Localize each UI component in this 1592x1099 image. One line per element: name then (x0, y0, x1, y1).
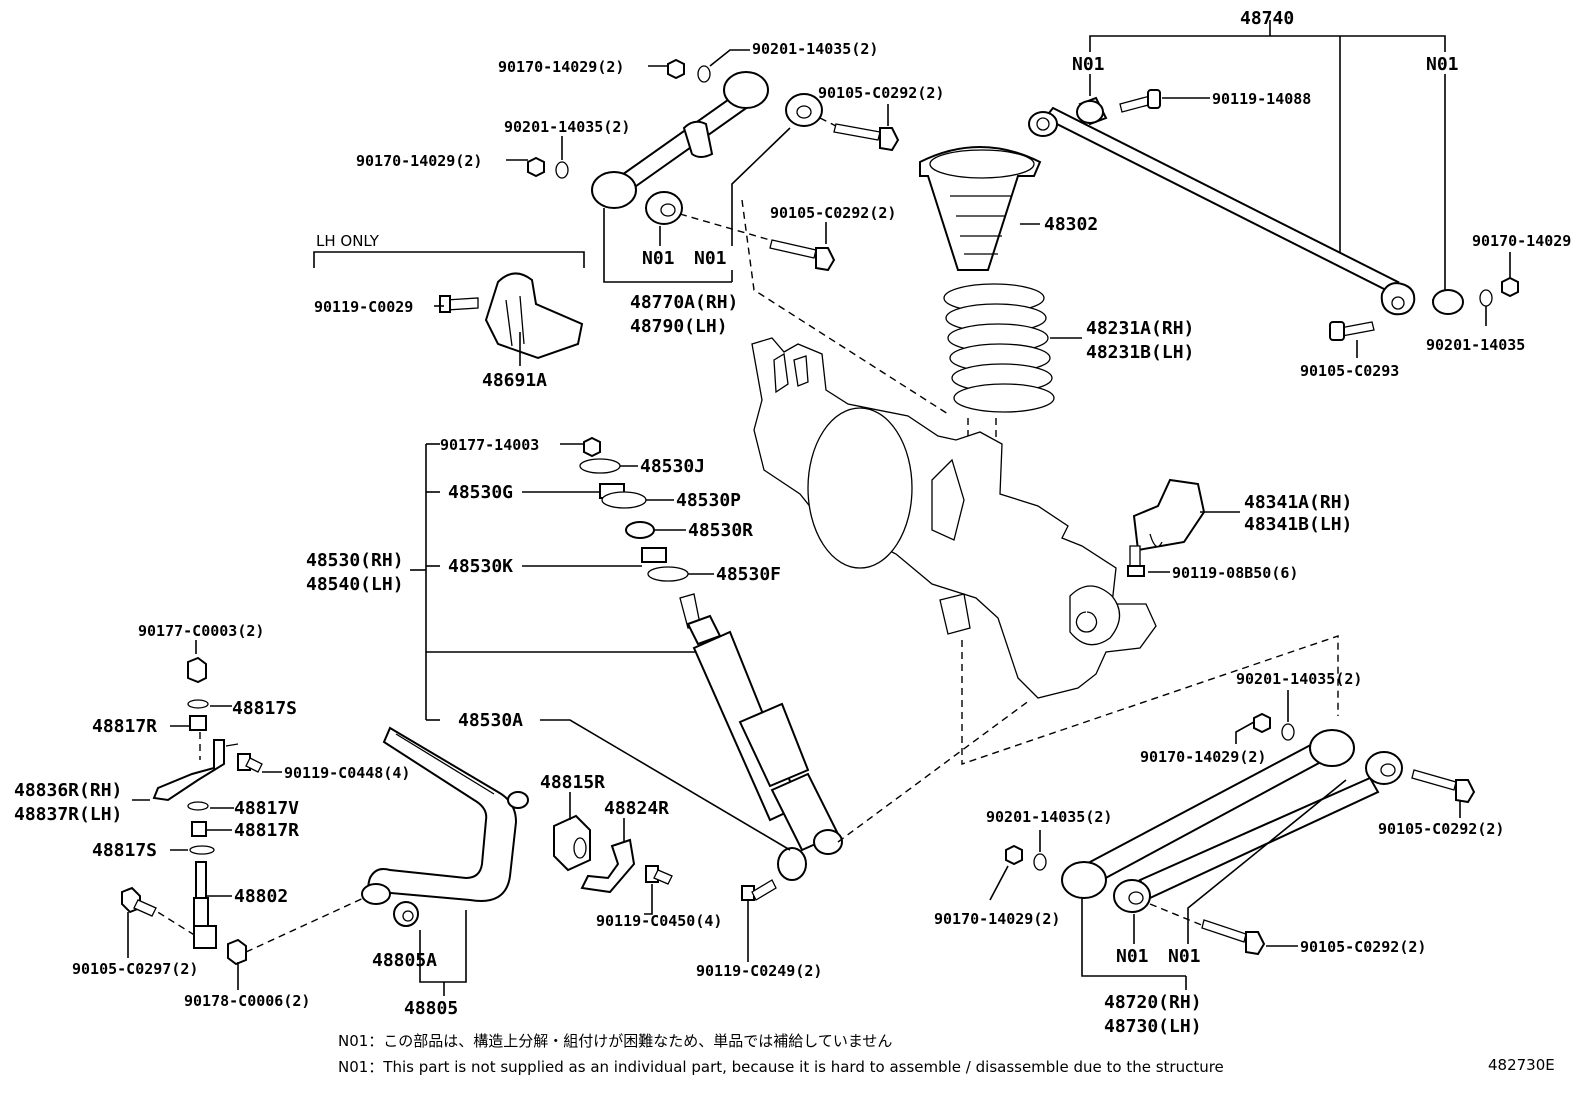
label-48231a: 48231A(RH) (1086, 318, 1194, 339)
label-48530j: 48530J (640, 456, 705, 477)
label-90119-c0450: 90119-C0450(4) (596, 912, 722, 930)
label-90177-14003: 90177-14003 (440, 436, 539, 454)
label-48691a: 48691A (482, 370, 547, 391)
lh-only-bracket: LH ONLY 90119-C0029 48691A (313, 232, 585, 391)
label-90201-14035: 90201-14035(2) (504, 118, 630, 136)
label-n01: N01 (1116, 946, 1149, 967)
label-48730: 48730(LH) (1104, 1016, 1202, 1037)
upper-control-arm-assembly: 90170-14029(2) 90201-14035(2) 90201-1403… (356, 40, 944, 337)
coil-spring-assembly: 48302 48231A(RH) 48231B(LH) (919, 146, 1194, 500)
label-48817s: 48817S (92, 840, 157, 861)
label-90170-14029: 90170-14029(2) (934, 910, 1060, 928)
label-48805a: 48805A (372, 950, 437, 971)
label-90119-c0448: 90119-C0448(4) (284, 764, 410, 782)
label-90105-c0293: 90105-C0293 (1300, 362, 1399, 380)
footnote-japanese: N01：この部品は、構造上分解・組付けが困難なため、単品では補給していません (338, 1032, 893, 1050)
label-90201-14035: 90201-14035(2) (752, 40, 878, 58)
label-48530a: 48530A (458, 710, 523, 731)
label-90201-14035: 90201-14035 (1426, 336, 1525, 354)
label-90170-14029: 90170-14029(2) (498, 58, 624, 76)
label-48817r: 48817R (92, 716, 157, 737)
label-48530-rh: 48530(RH) (306, 550, 404, 571)
label-48817r: 48817R (234, 820, 299, 841)
label-48817s: 48817S (232, 698, 297, 719)
label-48530g: 48530G (448, 482, 513, 503)
label-90119-c0249: 90119-C0249(2) (696, 962, 822, 980)
label-48802: 48802 (234, 886, 288, 907)
label-90105-c0292: 90105-C0292(2) (1300, 938, 1426, 956)
label-90105-c0292: 90105-C0292(2) (818, 84, 944, 102)
label-48530p: 48530P (676, 490, 741, 511)
label-48770a: 48770A(RH) (630, 292, 738, 313)
stabilizer-bar-assembly: 48805A 48805 48815R 48824R 90119-C0450(4… (361, 726, 722, 1019)
label-90105-c0292: 90105-C0292(2) (770, 204, 896, 222)
label-90170-14029: 90170-14029(2) (356, 152, 482, 170)
label-n01: N01 (1426, 54, 1459, 75)
label-48837r: 48837R(LH) (14, 804, 122, 825)
label-90119-c0029: 90119-C0029 (314, 298, 413, 316)
label-90170-14029: 90170-14029 (1472, 232, 1571, 250)
label-90201-14035: 90201-14035(2) (986, 808, 1112, 826)
label-n01: N01 (642, 248, 675, 269)
label-48302: 48302 (1044, 214, 1098, 235)
label-90105-c0297: 90105-C0297(2) (72, 960, 198, 978)
label-n01: N01 (694, 248, 727, 269)
label-90105-c0292: 90105-C0292(2) (1378, 820, 1504, 838)
label-48341a: 48341A(RH) (1244, 492, 1352, 513)
label-90178-c0006: 90178-C0006(2) (184, 992, 310, 1010)
label-48530k: 48530K (448, 556, 513, 577)
lower-control-arm-assembly: 90201-14035(2) 90170-14029(2) 90105-C029… (934, 670, 1504, 1037)
label-48815r: 48815R (540, 772, 605, 793)
label-48824r: 48824R (604, 798, 669, 819)
label-48540-lh: 48540(LH) (306, 574, 404, 595)
label-48231b: 48231B(LH) (1086, 342, 1194, 363)
shock-absorber-assembly: 90177-14003 48530J 48530G 48530P 48530R … (306, 436, 1031, 980)
label-48817v: 48817V (234, 798, 299, 819)
bracket-48341: 48341A(RH) 48341B(LH) 90119-08B50(6) (1127, 478, 1352, 582)
axle-housing (741, 199, 1339, 765)
lateral-rod-assembly: 48740 N01 N01 90119-14088 90170-14029 90… (1028, 8, 1571, 380)
label-48836r: 48836R(RH) (14, 780, 122, 801)
label-48530r: 48530R (688, 520, 753, 541)
label-90201-14035: 90201-14035(2) (1236, 670, 1362, 688)
label-48720: 48720(RH) (1104, 992, 1202, 1013)
label-90177-c0003: 90177-C0003(2) (138, 622, 264, 640)
stabilizer-link-assembly: 90177-C0003(2) 48817S 48817R 90119-C0448… (14, 622, 410, 1010)
label-48740: 48740 (1240, 8, 1294, 29)
label-48805: 48805 (404, 998, 458, 1019)
footnote-english: N01：This part is not supplied as an indi… (338, 1058, 1224, 1076)
label-48341b: 48341B(LH) (1244, 514, 1352, 535)
label-lh-only: LH ONLY (316, 232, 380, 250)
reference-code: 482730E (1488, 1056, 1555, 1074)
label-48530f: 48530F (716, 564, 781, 585)
label-90170-14029: 90170-14029(2) (1140, 748, 1266, 766)
label-48790: 48790(LH) (630, 316, 728, 337)
label-n01: N01 (1072, 54, 1105, 75)
label-n01: N01 (1168, 946, 1201, 967)
label-90119-08b50: 90119-08B50(6) (1172, 564, 1298, 582)
label-90119-14088: 90119-14088 (1212, 90, 1311, 108)
